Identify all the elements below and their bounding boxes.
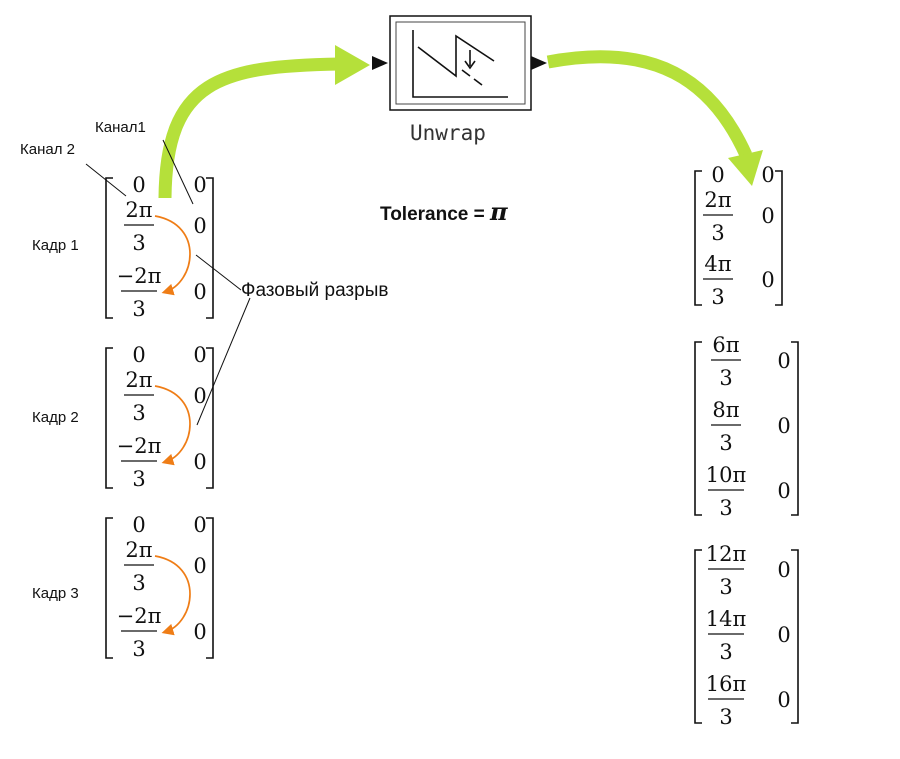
matrix-entry: 0 xyxy=(761,268,774,292)
channel1-label: Канал1 xyxy=(95,119,146,136)
matrix-right-bracket xyxy=(206,347,214,489)
output-flow-arrow xyxy=(546,50,763,186)
tolerance-pi-symbol: π xyxy=(490,197,508,226)
matrix-entry: 0 xyxy=(777,479,790,503)
matrix-entry: 0 xyxy=(777,623,790,647)
fraction-numerator: 2π xyxy=(125,538,152,562)
matrix-left-bracket xyxy=(105,347,113,489)
fraction-denominator: 3 xyxy=(719,640,732,664)
fraction-denominator: 3 xyxy=(719,431,732,455)
matrix-entry: 0 xyxy=(132,343,145,367)
fraction-denominator: 3 xyxy=(711,285,724,309)
matrix-left-bracket xyxy=(105,517,113,659)
fraction-denominator: 3 xyxy=(132,571,145,595)
fraction-denominator: 3 xyxy=(132,467,145,491)
fraction-numerator: 6π xyxy=(712,333,739,357)
matrix-entry: 0 xyxy=(777,688,790,712)
phase-break-leaders xyxy=(195,254,251,426)
fraction-denominator: 3 xyxy=(132,231,145,255)
fraction-numerator: −2π xyxy=(117,434,162,458)
fraction-denominator: 3 xyxy=(132,637,145,661)
matrix-entry: 0 xyxy=(193,554,206,578)
unwrap-block[interactable] xyxy=(372,15,547,111)
matrix-entry: 0 xyxy=(193,214,206,238)
matrix-entry: 0 xyxy=(193,384,206,408)
matrix-right-bracket xyxy=(206,517,214,659)
fraction-denominator: 3 xyxy=(132,297,145,321)
matrix-entry: 0 xyxy=(193,450,206,474)
tolerance-label: Tolerance = π xyxy=(380,197,508,226)
matrix-right-bracket xyxy=(775,170,783,306)
matrix-entry: 0 xyxy=(132,513,145,537)
fraction-numerator: 8π xyxy=(712,398,739,422)
frame1-label: Кадр 1 xyxy=(32,237,79,254)
fraction-numerator: 10π xyxy=(706,463,747,487)
matrix-right-bracket xyxy=(791,341,799,516)
frame3-label: Кадр 3 xyxy=(32,585,79,602)
fraction-numerator: 14π xyxy=(706,607,747,631)
fraction-numerator: 2π xyxy=(704,188,731,212)
matrix-entry: 0 xyxy=(761,163,774,187)
channel2-label: Канал 2 xyxy=(20,141,75,158)
channel1-leader xyxy=(162,139,194,205)
matrix-entry: 0 xyxy=(193,280,206,304)
fraction-numerator: −2π xyxy=(117,604,162,628)
matrix-entry: 0 xyxy=(193,620,206,644)
fraction-denominator: 3 xyxy=(711,221,724,245)
fraction-denominator: 3 xyxy=(719,366,732,390)
fraction-denominator: 3 xyxy=(719,496,732,520)
output-matrix-2: 6π 3 0 8π 3 0 10π 3 0 xyxy=(694,333,799,520)
matrix-entry: 0 xyxy=(711,163,724,187)
matrix-entry: 0 xyxy=(761,204,774,228)
matrix-entry: 0 xyxy=(777,349,790,373)
tolerance-text: Tolerance = xyxy=(380,204,491,225)
frame2-label: Кадр 2 xyxy=(32,409,79,426)
unwrap-block-label: Unwrap xyxy=(410,121,486,145)
unwrap-block-icon xyxy=(412,30,508,98)
fraction-numerator: 12π xyxy=(706,542,747,566)
fraction-numerator: −2π xyxy=(117,264,162,288)
fraction-denominator: 3 xyxy=(719,575,732,599)
matrix-entry: 0 xyxy=(132,173,145,197)
matrix-entry: 0 xyxy=(777,558,790,582)
phase-jump-arrow-frame1 xyxy=(154,215,191,296)
matrix-entry: 0 xyxy=(777,414,790,438)
matrix-entry: 0 xyxy=(193,343,206,367)
matrix-entry: 0 xyxy=(193,513,206,537)
matrix-entry: 0 xyxy=(193,173,206,197)
matrix-left-bracket xyxy=(694,549,702,724)
fraction-denominator: 3 xyxy=(132,401,145,425)
fraction-numerator: 4π xyxy=(704,252,731,276)
input-flow-arrow xyxy=(158,45,370,199)
fraction-denominator: 3 xyxy=(719,705,732,729)
phase-break-label: Фазовый разрыв xyxy=(241,280,389,301)
output-matrix-3: 12π 3 0 14π 3 0 16π 3 0 xyxy=(694,542,799,729)
matrix-right-bracket xyxy=(206,177,214,319)
matrix-right-bracket xyxy=(791,549,799,724)
fraction-numerator: 2π xyxy=(125,198,152,222)
matrix-left-bracket xyxy=(694,170,702,306)
matrix-left-bracket xyxy=(105,177,113,319)
phase-jump-arrow-frame2 xyxy=(154,385,191,466)
matrix-left-bracket xyxy=(694,341,702,516)
phase-jump-arrow-frame3 xyxy=(154,555,191,636)
fraction-numerator: 2π xyxy=(125,368,152,392)
fraction-numerator: 16π xyxy=(706,672,747,696)
